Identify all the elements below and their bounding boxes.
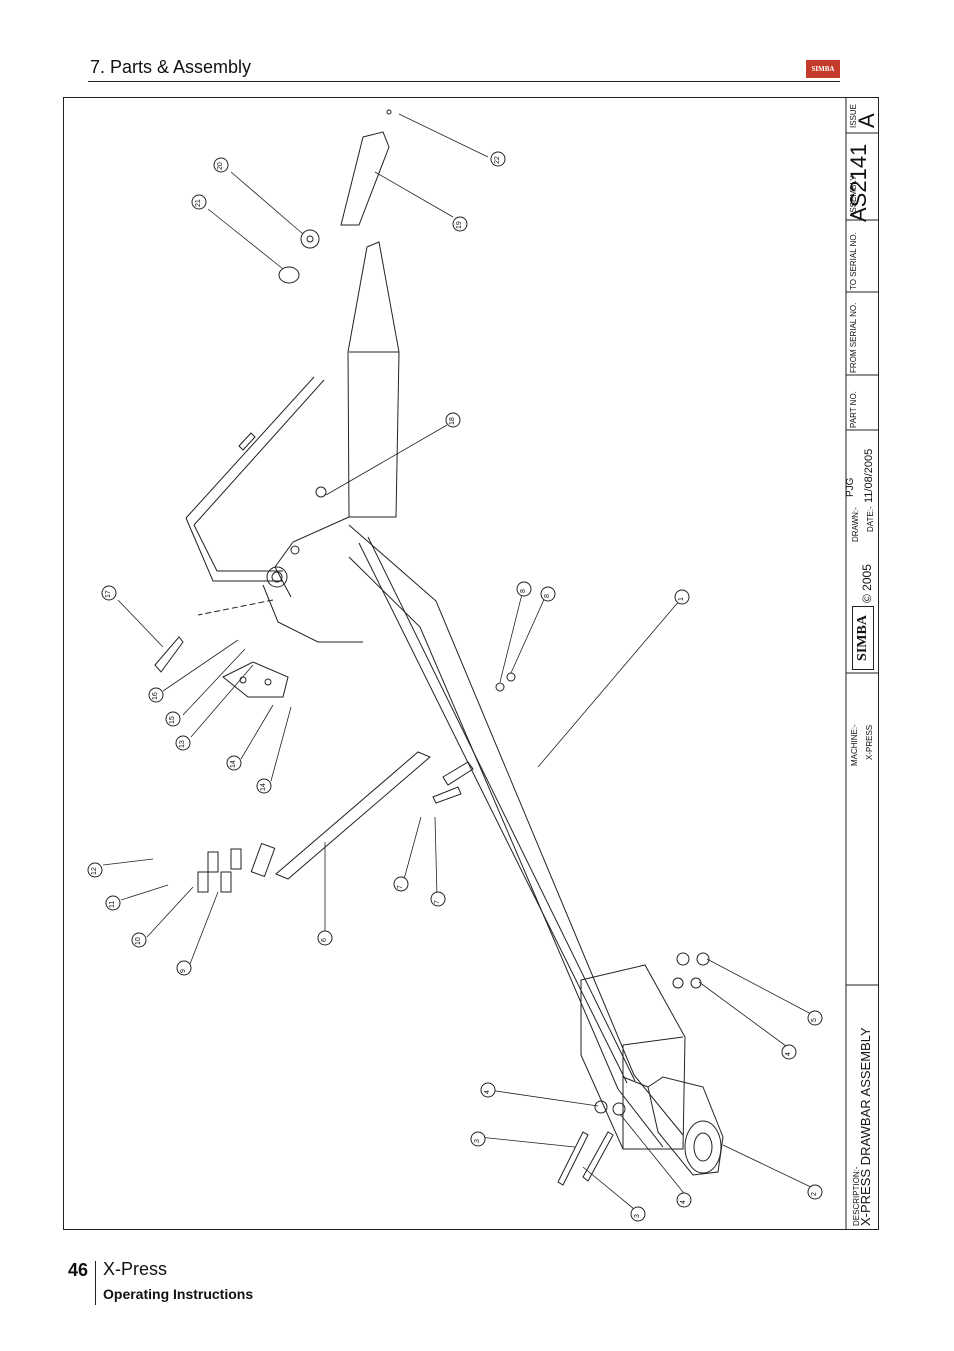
balloon-number: 4 bbox=[484, 1090, 491, 1094]
balloon-number: 3 bbox=[634, 1214, 641, 1218]
drawn-value: PJG bbox=[845, 477, 856, 497]
footer-title: X-Press bbox=[103, 1259, 168, 1279]
balloon-number: 7 bbox=[434, 900, 441, 904]
balloon-number: 17 bbox=[105, 590, 112, 598]
balloon-number: 5 bbox=[811, 1018, 818, 1022]
balloon-number: 22 bbox=[494, 156, 501, 164]
balloon-number: 12 bbox=[91, 867, 98, 875]
exploded-assembly-drawing bbox=[87, 97, 879, 1230]
balloon-number: 15 bbox=[169, 716, 176, 724]
balloon-number: 16 bbox=[152, 692, 159, 700]
balloon-number: 13 bbox=[179, 740, 186, 748]
balloon-number: 10 bbox=[135, 937, 142, 945]
issue-value: A bbox=[854, 113, 879, 128]
page-number: 46 bbox=[68, 1260, 89, 1280]
header-rule bbox=[88, 81, 840, 82]
small-hardware bbox=[154, 486, 710, 1186]
balloon-number: 18 bbox=[449, 417, 456, 425]
balloon-number: 21 bbox=[195, 199, 202, 207]
drawing-frame bbox=[63, 97, 879, 1230]
balloon-number: 4 bbox=[785, 1052, 792, 1056]
title-block-logo: SIMBA bbox=[852, 606, 874, 670]
part-no-label: PART NO. bbox=[849, 391, 858, 428]
assembly-number: AS2141 bbox=[846, 143, 871, 222]
drawn-label: DRAWN:- bbox=[851, 507, 860, 542]
balloon-number: 6 bbox=[321, 938, 328, 942]
leader-lines bbox=[102, 113, 816, 1215]
balloon-number: 19 bbox=[456, 221, 463, 229]
part-balloons bbox=[87, 151, 823, 1222]
simba-logo: SIMBA bbox=[806, 60, 840, 78]
date-label: DATE:- bbox=[866, 506, 875, 532]
balloon-number: 3 bbox=[474, 1139, 481, 1143]
copyright: © 2005 bbox=[860, 564, 874, 603]
balloon-number: 8 bbox=[544, 594, 551, 598]
towing-eye bbox=[622, 1076, 724, 1176]
machine-label: MACHINE:- bbox=[850, 724, 859, 766]
from-serial-label: FROM SERIAL NO. bbox=[849, 302, 858, 373]
footer-subtitle: Operating Instructions bbox=[103, 1286, 254, 1302]
pivot-bracket bbox=[197, 545, 363, 698]
balloon-number: 20 bbox=[217, 162, 224, 170]
title-block-lines bbox=[845, 97, 879, 1230]
machine-value: X-PRESS bbox=[865, 724, 874, 760]
balloon-number: 9 bbox=[180, 969, 187, 973]
drawing-description: X-PRESS DRAWBAR ASSEMBLY bbox=[858, 1027, 873, 1226]
drawbar-main-beam bbox=[348, 524, 686, 1150]
top-bolt-assembly bbox=[278, 109, 392, 284]
balloon-number: 1 bbox=[678, 597, 685, 601]
balloon-number: 8 bbox=[520, 589, 527, 593]
footer-divider bbox=[95, 1261, 96, 1305]
date-value: 11/08/2005 bbox=[863, 448, 875, 503]
logo-text: SIMBA bbox=[811, 65, 835, 73]
balloon-number: 4 bbox=[680, 1200, 687, 1204]
jack-leg bbox=[197, 751, 431, 893]
balloon-number: 14 bbox=[260, 783, 267, 791]
section-title: 7. Parts & Assembly bbox=[90, 57, 252, 77]
balloon-number: 11 bbox=[109, 900, 116, 908]
to-serial-label: TO SERIAL NO. bbox=[849, 232, 858, 290]
balloon-number: 7 bbox=[397, 885, 404, 889]
drawbar-upper-beam bbox=[185, 241, 400, 598]
title-block-logo-text: SIMBA bbox=[855, 615, 870, 661]
balloon-number: 14 bbox=[230, 760, 237, 768]
balloon-number: 2 bbox=[811, 1192, 818, 1196]
